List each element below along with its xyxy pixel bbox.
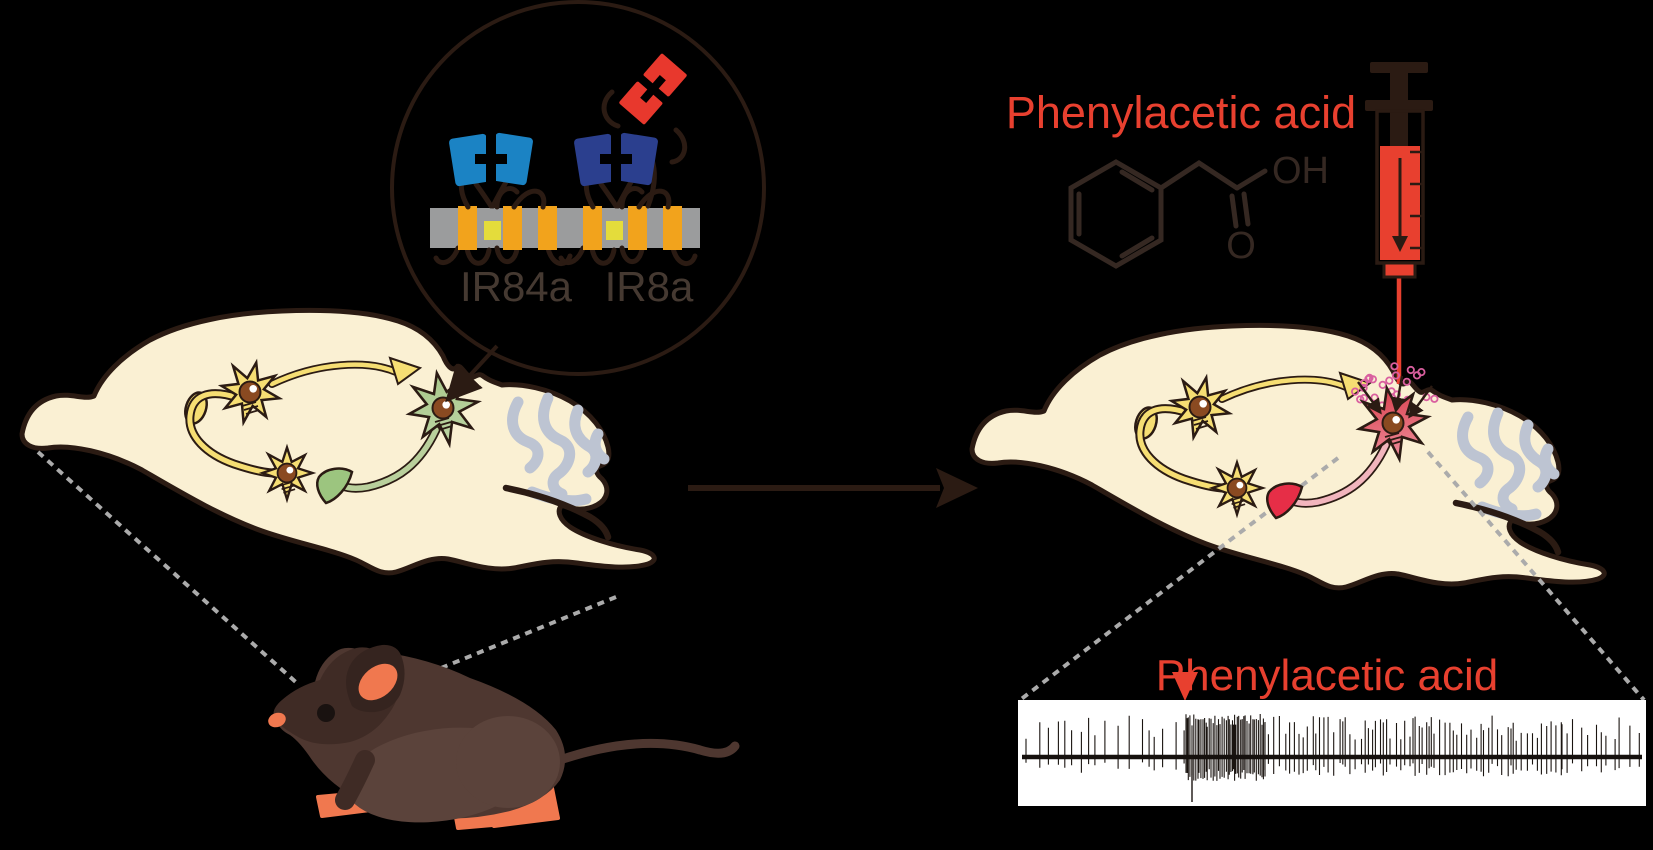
diffusion-dot <box>1385 376 1394 385</box>
mouse-eye <box>317 704 335 722</box>
mouse-tail <box>555 738 740 765</box>
diffusion-dot <box>1364 374 1373 384</box>
mouse-illustration <box>268 644 740 830</box>
molecule-structure <box>1068 159 1268 269</box>
trace-background <box>1018 700 1646 806</box>
mouse-front-leg <box>335 750 375 810</box>
diffusion-dot <box>1402 377 1411 386</box>
diffusion-dot <box>1356 395 1365 404</box>
inset-circle <box>390 0 766 376</box>
receptor-stems <box>458 89 688 210</box>
receptor-ir8a <box>574 132 658 187</box>
diffusion-dot <box>1359 379 1369 388</box>
spike-train <box>1025 714 1640 781</box>
activation-arrows <box>1357 375 1433 419</box>
mouse-haunch <box>456 716 560 808</box>
receptor-inset: IR84a IR8a <box>390 0 766 376</box>
pore-ir84a <box>484 221 501 240</box>
trace-panel: Phenylacetic acid <box>1018 651 1646 806</box>
compound-title: Phenylacetic acid <box>1006 87 1356 138</box>
ligand-diamond-icon <box>619 53 687 125</box>
green-neuron <box>316 365 486 505</box>
syringe-icon <box>1365 62 1433 384</box>
red-neuron <box>1266 375 1436 520</box>
left-brain <box>22 310 654 573</box>
oh-label: OH <box>1272 150 1329 192</box>
right-arrow-icon <box>688 468 978 508</box>
diffusion-dot <box>1417 367 1426 377</box>
trace-label: Phenylacetic acid <box>1156 651 1498 700</box>
magnifier-lines-left <box>36 450 617 686</box>
mouse-inner-ear <box>358 663 398 701</box>
ir84a-label: IR84a <box>460 263 573 310</box>
receptor-ir84a <box>449 132 533 187</box>
diffusion-dot <box>1406 365 1415 375</box>
diffusion-dot <box>1390 362 1399 371</box>
transmembrane-segments <box>458 206 682 250</box>
diffusion-dot <box>1391 371 1401 380</box>
diffusion-dot <box>1351 387 1360 396</box>
mouse-nose <box>268 712 286 728</box>
ir8a-label: IR8a <box>605 263 694 310</box>
right-brain <box>972 325 1604 588</box>
receptor-loops <box>433 245 698 266</box>
diffusion-dot <box>1378 380 1387 389</box>
diffusion-dot <box>1368 375 1378 384</box>
o-label: O <box>1226 225 1256 267</box>
pore-ir8a <box>606 221 623 240</box>
diffusion-dot <box>1430 394 1439 403</box>
inset-pointer-arrow-icon <box>445 344 499 403</box>
down-triangle-icon <box>1172 672 1198 701</box>
